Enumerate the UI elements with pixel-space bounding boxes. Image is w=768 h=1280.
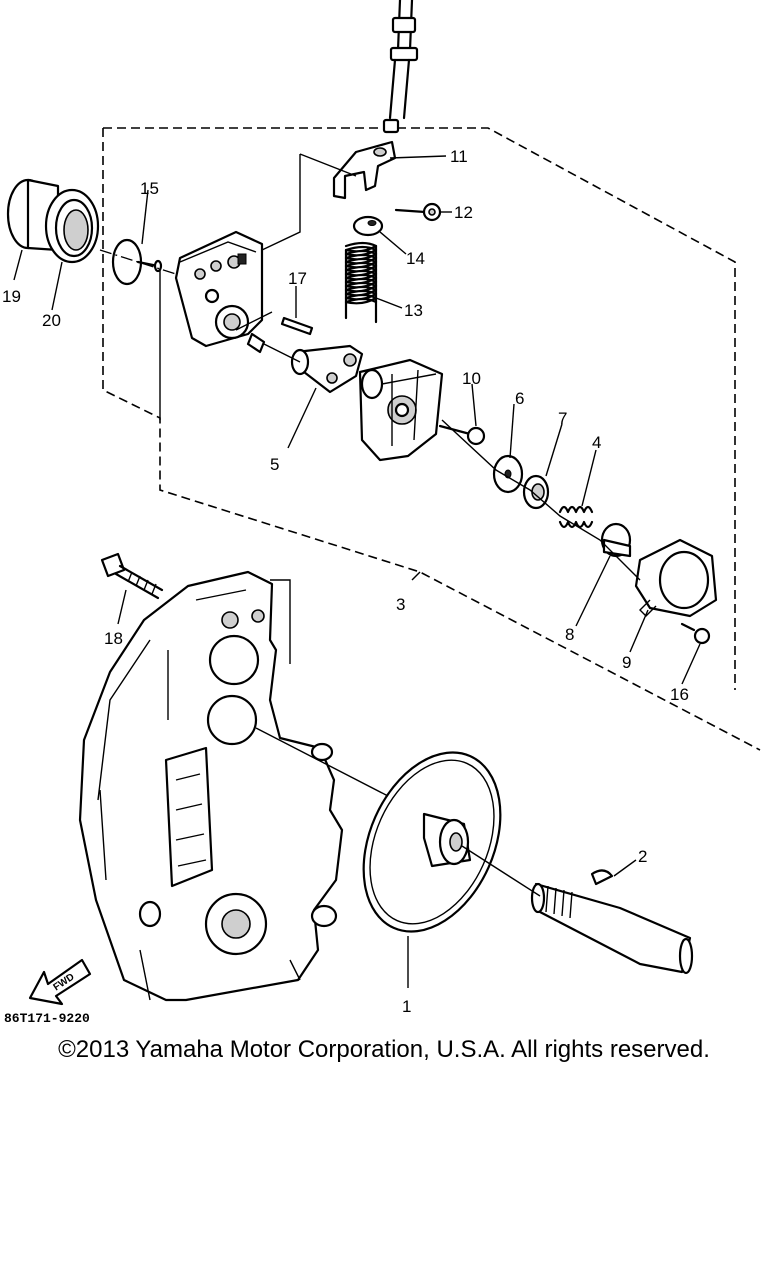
- leader-lines: [13, 155, 701, 988]
- upper-housing: [174, 230, 266, 354]
- callout-17: 17: [288, 269, 307, 288]
- callout-2: 2: [638, 847, 647, 866]
- part-2-key: [590, 869, 614, 886]
- part-4-spring: [558, 505, 594, 529]
- callout-labels: 1 2 3 4 5 6 7 8 9 10 11 12 13 14 15 16 1…: [2, 147, 689, 1016]
- assembly-boundary-3: [102, 127, 761, 751]
- lower-housing: [78, 570, 344, 1002]
- part-20-cylinder: [44, 188, 100, 264]
- part-5-shaft: [290, 344, 364, 394]
- drawing-code: 86T171-9220: [4, 1011, 90, 1026]
- callout-4: 4: [592, 433, 601, 452]
- drive-shaft: [530, 882, 694, 975]
- callout-7: 7: [558, 409, 567, 428]
- part-11-bracket: [332, 140, 397, 200]
- callout-8: 8: [565, 625, 574, 644]
- callout-9: 9: [622, 653, 631, 672]
- center-housing: [358, 358, 444, 462]
- alignment-lines: [99, 153, 641, 897]
- part-18-bolt: [100, 552, 164, 600]
- callout-12: 12: [454, 203, 473, 222]
- callout-15: 15: [140, 179, 159, 198]
- part-6-washer: [492, 454, 524, 494]
- callout-3: 3: [396, 595, 405, 614]
- callout-13: 13: [404, 301, 423, 320]
- part-8-cap: [600, 522, 632, 558]
- callout-6: 6: [515, 389, 524, 408]
- callout-16: 16: [670, 685, 689, 704]
- throttle-cable-rod: [382, 0, 419, 134]
- part-16-screw: [680, 622, 711, 645]
- part-10-bolt: [438, 424, 486, 446]
- callout-11: 11: [450, 147, 468, 166]
- callout-14: 14: [406, 249, 425, 268]
- callout-10: 10: [462, 369, 481, 388]
- part-13-spring: [344, 241, 378, 324]
- callout-1: 1: [402, 997, 411, 1016]
- callout-18: 18: [104, 629, 123, 648]
- callout-19: 19: [2, 287, 21, 306]
- part-12-screw: [394, 202, 442, 222]
- part-9-cover: [634, 538, 718, 618]
- callout-5: 5: [270, 455, 279, 474]
- part-15-plug: [111, 238, 163, 286]
- part-1-sheave: [362, 751, 502, 933]
- fwd-arrow-icon: FWD: [28, 958, 92, 1006]
- part-14-spring-seat: [352, 215, 384, 237]
- copyright-notice: ©2013 Yamaha Motor Corporation, U.S.A. A…: [58, 1036, 710, 1063]
- callout-20: 20: [42, 311, 61, 330]
- part-17-pin: [280, 316, 314, 336]
